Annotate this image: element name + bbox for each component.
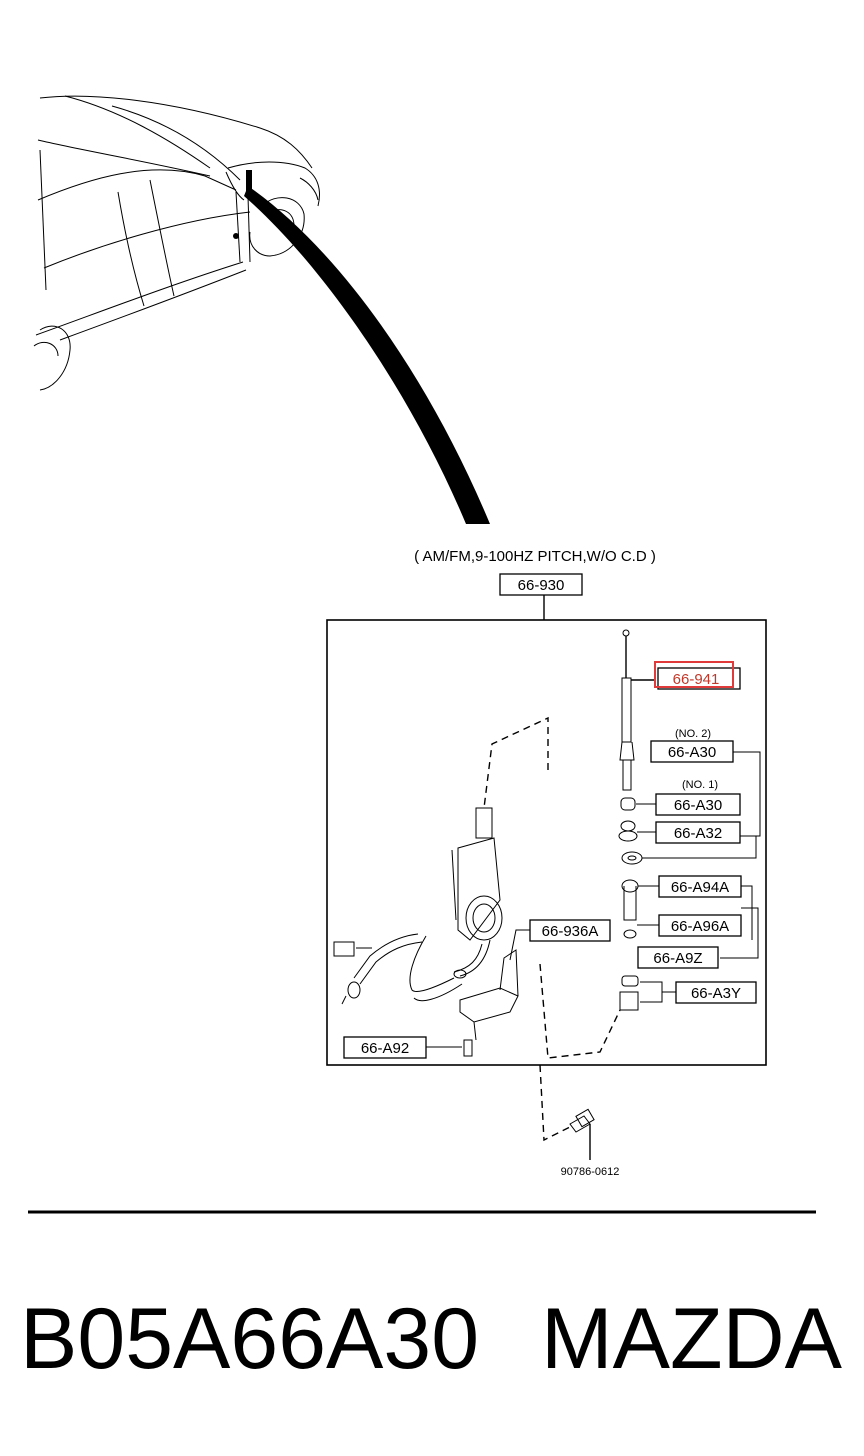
callout-66-936A[interactable]: 66-936A	[509, 919, 611, 961]
part-label-66-A96A: 66-A96A	[671, 918, 729, 935]
part-label-66-A9Z: 66-A9Z	[653, 950, 702, 967]
part-note-no2: (NO. 2)	[675, 728, 711, 740]
callout-66-A30-no1[interactable]: (NO. 1) 66-A30	[636, 779, 741, 816]
callout-66-A9Z[interactable]: 66-A9Z	[637, 946, 719, 969]
car-illustration	[33, 95, 490, 524]
part-label-66-A30-no2: 66-A30	[668, 744, 716, 761]
antenna-mast	[618, 629, 643, 1011]
part-label-66-A92: 66-A92	[361, 1040, 409, 1057]
callout-66-A3Y[interactable]: 66-A3Y	[640, 981, 757, 1004]
part-label-66-A30-no1: 66-A30	[674, 797, 722, 814]
footer-part-number: B05A66A30	[20, 1291, 479, 1387]
callout-66-A96A[interactable]: 66-A96A	[637, 907, 759, 959]
part-label-66-A3Y: 66-A3Y	[691, 985, 741, 1002]
callout-66-A94A[interactable]: 66-A94A	[638, 875, 753, 940]
callout-66-A92[interactable]: 66-A92	[343, 1036, 473, 1059]
bolt-part: 90786-0612	[539, 1064, 620, 1178]
part-note-no1: (NO. 1)	[682, 779, 718, 791]
footer-brand: MAZDA	[541, 1291, 843, 1387]
part-label-66-941: 66-941	[673, 671, 720, 688]
bolt-label: 90786-0612	[561, 1166, 620, 1178]
part-label-66-A94A: 66-A94A	[671, 879, 729, 896]
callout-66-941[interactable]: 66-941	[631, 661, 741, 690]
assembly-frame	[326, 619, 767, 1066]
callout-66-A32[interactable]: 66-A32	[637, 821, 757, 859]
assembly-part-label: 66-930	[518, 577, 565, 594]
part-label-66-A32: 66-A32	[674, 825, 722, 842]
part-label-66-936A: 66-936A	[542, 923, 599, 940]
callout-66-A30-no2[interactable]: (NO. 2) 66-A30	[650, 728, 761, 837]
antenna-motor	[333, 716, 621, 1059]
variant-note: ( AM/FM,9-100HZ PITCH,W/O C.D )	[414, 548, 656, 565]
highlight-box	[654, 661, 734, 688]
